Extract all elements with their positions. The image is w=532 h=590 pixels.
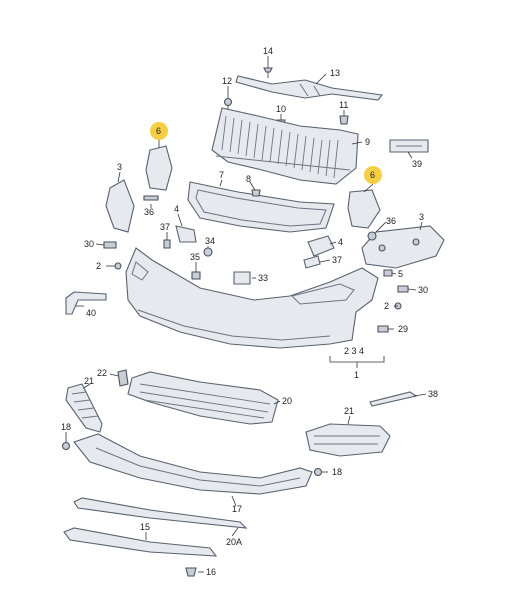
part-13-trim-strip xyxy=(235,75,384,101)
part-39-badge xyxy=(389,139,429,153)
label-1: 1 xyxy=(354,370,359,380)
part-1-bumper-cover xyxy=(125,247,379,349)
label-18-left: 18 xyxy=(61,422,71,432)
part-21-right-grille xyxy=(305,423,391,457)
label-39: 39 xyxy=(412,159,422,169)
part-7-grille-frame-inner xyxy=(195,189,327,227)
part-7-grille-frame xyxy=(187,181,335,233)
part-8-clip xyxy=(251,189,261,197)
label-2-left: 2 xyxy=(96,261,101,271)
label-20: 20 xyxy=(282,396,292,406)
part-3-left-guide xyxy=(105,179,135,233)
part-35-clip xyxy=(191,271,201,280)
part-21-left-grille xyxy=(65,383,103,433)
highlight-right-6 xyxy=(364,166,382,184)
label-2-right: 2 xyxy=(384,301,389,311)
part-12-clip xyxy=(223,97,233,110)
label-21-right: 21 xyxy=(344,406,354,416)
part-15-underbody-trim xyxy=(63,527,218,557)
part-29-clip xyxy=(377,325,389,333)
part-18-right-clip xyxy=(313,467,323,477)
label-38: 38 xyxy=(428,389,438,399)
label-6-left: 6 xyxy=(156,126,161,136)
part-16-screw xyxy=(185,567,197,577)
label-29: 29 xyxy=(398,324,408,334)
label-11: 11 xyxy=(339,100,348,110)
part-30-right-screw xyxy=(397,285,409,293)
label-3-right: 3 xyxy=(419,212,424,222)
label-2-3-4: 2 3 4 xyxy=(344,346,364,356)
label-6-right: 6 xyxy=(370,170,375,180)
label-21-left: 21 xyxy=(84,376,94,386)
part-2-left-nut xyxy=(114,262,122,270)
part-36-right-clip xyxy=(367,231,377,241)
label-10: 10 xyxy=(276,104,286,114)
part-6-left-bracket xyxy=(145,145,173,191)
label-4-left: 4 xyxy=(174,204,179,214)
leader-lines xyxy=(65,56,427,573)
part-40-trim xyxy=(65,291,107,315)
part-17-lower-spoiler xyxy=(73,433,313,495)
label-16: 16 xyxy=(206,567,216,577)
label-37-right: 37 xyxy=(332,255,342,265)
part-22-bracket xyxy=(117,369,129,387)
label-30-left: 30 xyxy=(84,239,94,249)
part-5-clip xyxy=(383,269,393,277)
part-9-radiator-grille xyxy=(211,107,359,185)
label-40: 40 xyxy=(86,308,96,318)
label-36-right: 36 xyxy=(386,216,396,226)
label-17: 17 xyxy=(232,504,242,514)
label-30-right: 30 xyxy=(418,285,428,295)
label-14: 14 xyxy=(263,46,273,56)
part-4-right-cover xyxy=(307,235,335,257)
part-34-clip xyxy=(203,247,213,257)
label-37-left: 37 xyxy=(160,222,170,232)
part-14-screw xyxy=(263,67,273,78)
label-20A: 20A xyxy=(226,537,242,547)
label-13: 13 xyxy=(330,68,340,78)
part-37-left-clip xyxy=(163,239,171,249)
part-18-left-clip xyxy=(61,441,71,451)
part-3-right-guide xyxy=(361,225,445,269)
part-20A-trim-strip xyxy=(73,497,248,529)
part-36-left-clip xyxy=(143,195,159,201)
part-11-clip xyxy=(339,115,349,125)
label-15: 15 xyxy=(140,522,150,532)
label-12: 12 xyxy=(222,76,232,86)
label-9: 9 xyxy=(365,137,370,147)
label-35: 35 xyxy=(190,252,200,262)
part-37-right-sensor xyxy=(303,255,321,269)
callout-labels: 14 13 12 10 11 9 39 6 6 3 3 7 8 36 36 4 … xyxy=(61,46,438,577)
label-18-right: 18 xyxy=(332,467,342,477)
label-34: 34 xyxy=(205,236,215,246)
label-33: 33 xyxy=(258,273,268,283)
part-20-center-grille xyxy=(127,371,279,425)
part-4-left-bracket xyxy=(175,225,197,243)
label-22: 22 xyxy=(97,368,107,378)
part-33-cap xyxy=(233,271,251,285)
part-30-left-screw xyxy=(103,241,117,249)
label-8: 8 xyxy=(246,174,251,184)
label-5: 5 xyxy=(398,269,403,279)
label-36-left: 36 xyxy=(144,207,154,217)
label-4-right: 4 xyxy=(338,237,343,247)
part-38-strip xyxy=(369,391,418,407)
highlight-left-6 xyxy=(150,122,168,140)
part-6-right-bracket xyxy=(347,189,381,229)
label-7: 7 xyxy=(219,170,224,180)
label-3-left: 3 xyxy=(117,162,122,172)
